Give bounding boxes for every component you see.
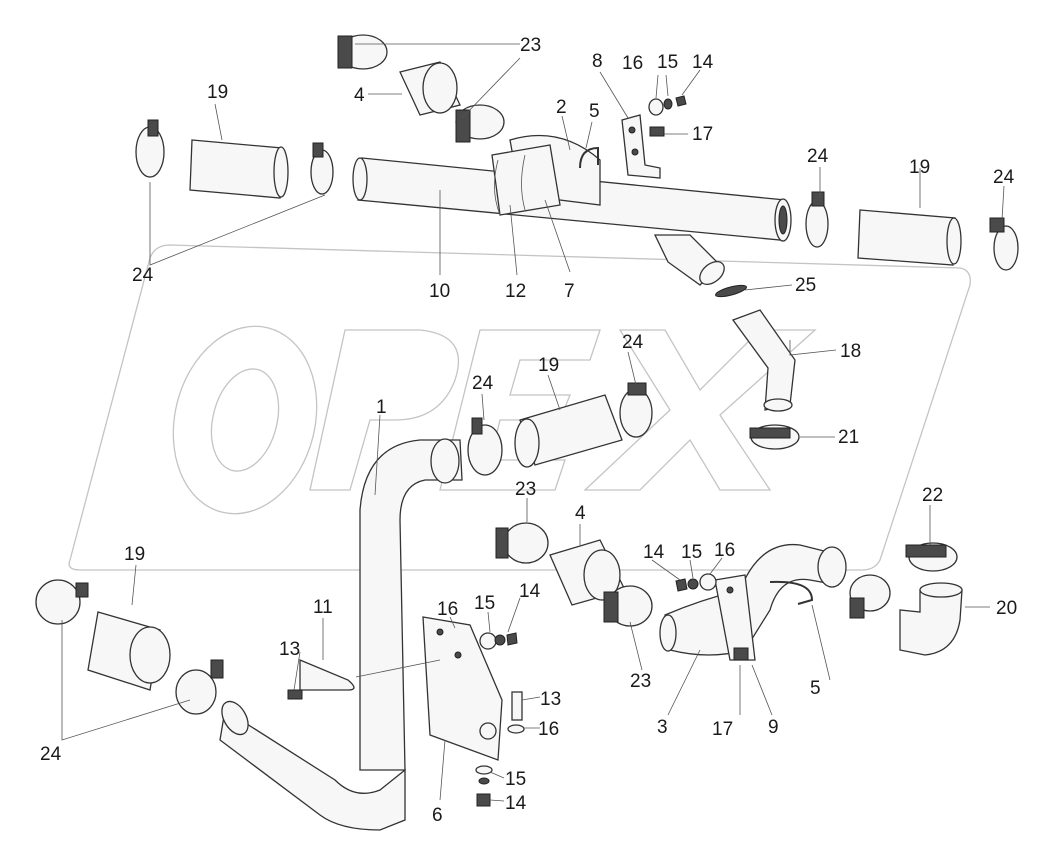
callout-24: 24 [40,744,62,765]
callout-24: 24 [993,167,1015,188]
callout-24: 24 [807,146,829,167]
clamp-23-top-2 [455,104,505,143]
callout-8: 8 [592,51,603,72]
callout-23: 23 [520,35,542,56]
clamp-23-middle [495,522,549,564]
callout-19: 19 [538,355,560,376]
callout-16: 16 [437,599,459,620]
callout-14: 14 [692,52,714,73]
clamp-22 [849,542,958,619]
u-bolt-5-lower [769,580,814,605]
pipe-3 [659,543,847,656]
callout-23: 23 [515,479,537,500]
washers-top [648,95,687,116]
callout-2: 2 [556,97,567,118]
callout-21: 21 [838,427,860,448]
callout-19: 19 [909,157,931,178]
callout-22: 22 [922,485,944,506]
callout-16: 16 [538,719,560,740]
callout-12: 12 [505,281,527,302]
callout-1: 1 [376,397,387,418]
elbow-20 [899,582,963,656]
callout-6: 6 [432,805,443,826]
callout-13: 13 [279,639,301,660]
bolt-stack-13 [475,691,525,807]
sleeve-19-middle [467,382,653,476]
callout-24: 24 [132,265,154,286]
elbow-18 [731,309,796,412]
callout-24: 24 [622,332,644,353]
callout-19: 19 [207,82,229,103]
callout-16: 16 [622,53,644,74]
callout-15: 15 [505,769,527,790]
washers-lower [675,573,717,592]
strap-11 [287,659,355,700]
callout-14: 14 [643,542,665,563]
callout-5: 5 [589,101,600,122]
callout-3: 3 [657,717,668,738]
callout-9: 9 [768,717,779,738]
callout-23: 23 [630,671,652,692]
callout-19: 19 [124,544,146,565]
sleeve-4-middle [549,539,653,627]
callout-14: 14 [505,793,527,814]
callout-20: 20 [996,598,1018,619]
callout-11: 11 [313,597,333,618]
bracket-9 [714,574,756,661]
callout-10: 10 [429,281,451,302]
strap-12 [491,144,561,216]
callout-15: 15 [657,52,679,73]
callout-4: 4 [354,85,365,106]
callout-18: 18 [840,341,862,362]
callout-24: 24 [472,373,494,394]
callout-25: 25 [795,275,817,296]
bracket-6 [422,616,503,761]
u-bolt-5-top [579,146,599,169]
sleeve-19-bottom-left [35,579,224,715]
callout-17: 17 [712,719,734,740]
sleeve-19-top-right [805,191,1019,271]
sleeve-4-top [399,61,461,116]
clamp-21 [749,424,800,450]
callout-17: 17 [692,124,714,145]
callout-5: 5 [810,678,821,699]
sleeve-19-top-left [135,119,334,199]
callout-15: 15 [474,593,496,614]
bracket-8 [621,114,661,179]
bolt-17-top [649,126,665,137]
callout-14: 14 [519,581,541,602]
pipe-1 [219,438,463,831]
clamp-23-top [337,34,388,70]
callout-13: 13 [540,689,562,710]
callout-16: 16 [714,540,736,561]
callout-7: 7 [564,281,575,302]
callout-15: 15 [681,542,703,563]
washers-middle [479,632,518,650]
leader-lines [61,43,1005,802]
callout-4: 4 [575,503,586,524]
